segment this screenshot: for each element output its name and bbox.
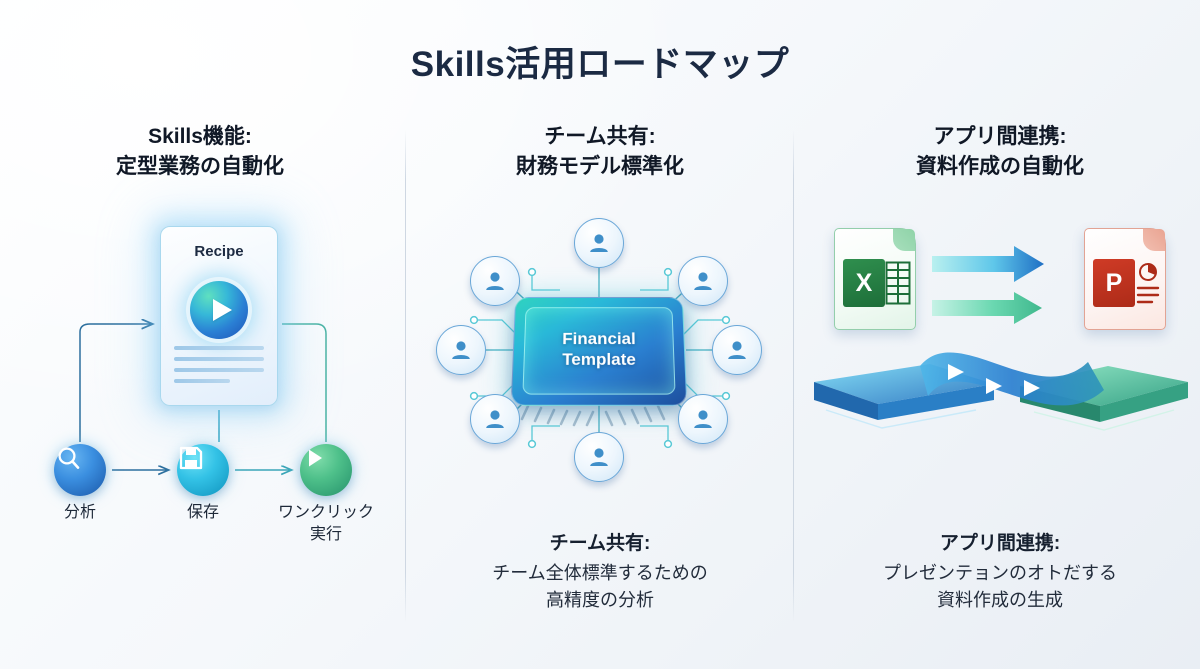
column-2-footer-line1: チーム全体標準するための bbox=[492, 563, 708, 583]
slide-chart-icon bbox=[1136, 263, 1160, 304]
step-label-save: 保存 bbox=[186, 504, 219, 521]
step-label-line1: ワンクリック bbox=[277, 504, 374, 521]
step-label-one-click-run: ワンクリック 実行 bbox=[261, 502, 391, 545]
excel-document-icon[interactable]: X bbox=[834, 228, 916, 330]
user-avatar-icon bbox=[590, 448, 608, 466]
column-3-footer-line2: 資料作成の生成 bbox=[937, 590, 1063, 610]
column-3-footer: アプリ間連携: プレゼンテョンのオトだする 資料作成の生成 bbox=[800, 530, 1200, 615]
column-1-heading: Skills機能: 定型業務の自動化 bbox=[0, 118, 400, 182]
recipe-line bbox=[174, 367, 264, 372]
floppy-save-icon bbox=[179, 446, 203, 470]
step-label-line2: 実行 bbox=[309, 525, 342, 543]
user-avatar[interactable] bbox=[678, 394, 728, 444]
powerpoint-document-icon[interactable]: P bbox=[1084, 228, 1166, 330]
column-2-footer-line2: 高精度の分析 bbox=[546, 590, 654, 610]
column-2-heading-line1: チーム共有: bbox=[544, 125, 656, 148]
user-avatar-icon bbox=[486, 410, 504, 428]
page-title: Skills活用ロードマップ bbox=[410, 45, 790, 84]
powerpoint-glyph: P bbox=[1093, 259, 1135, 307]
column-3-heading: アプリ間連携: 資料作成の自動化 bbox=[800, 118, 1200, 182]
page-fold bbox=[1143, 229, 1165, 251]
app-bridge-diagram: X P bbox=[808, 214, 1192, 474]
team-network-diagram: Financial Template bbox=[410, 198, 790, 498]
transfer-arrows bbox=[932, 246, 1044, 324]
user-avatar[interactable] bbox=[470, 394, 520, 444]
chip-label-line2: Template bbox=[562, 350, 636, 369]
columns-container: Skills機能: 定型業務の自動化 bbox=[0, 118, 1200, 638]
user-avatar[interactable] bbox=[574, 218, 624, 268]
page-fold bbox=[893, 229, 915, 251]
column-1-heading-line1: Skills機能: bbox=[148, 125, 252, 148]
spreadsheet-grid-icon bbox=[885, 261, 911, 305]
column-2-footer-title: チーム共有: bbox=[549, 532, 651, 554]
column-3-footer-line1: プレゼンテョンのオトだする bbox=[883, 563, 1117, 583]
recipe-text-lines bbox=[174, 345, 264, 383]
play-icon bbox=[309, 449, 322, 467]
column-3-heading-line1: アプリ間連携: bbox=[933, 125, 1067, 148]
user-avatar[interactable] bbox=[436, 325, 486, 375]
column-2-heading: チーム共有: 財務モデル標準化 bbox=[400, 118, 800, 182]
recipe-line bbox=[174, 356, 264, 361]
chip-label-line1: Financial bbox=[562, 329, 636, 349]
user-avatar-icon bbox=[694, 272, 712, 290]
user-avatar-icon bbox=[452, 341, 470, 359]
column-divider-1 bbox=[405, 130, 406, 622]
flow-connectors bbox=[79, 214, 327, 544]
column-app-integration: アプリ間連携: 資料作成の自動化 bbox=[800, 118, 1200, 638]
excel-glyph: X bbox=[843, 259, 885, 307]
recipe-line bbox=[174, 378, 230, 383]
chip-label: Financial Template bbox=[511, 296, 686, 406]
user-avatar[interactable] bbox=[470, 256, 520, 306]
step-save[interactable] bbox=[177, 444, 229, 496]
recipe-flow-diagram: Recipe bbox=[0, 214, 400, 544]
step-analyze[interactable] bbox=[54, 444, 106, 496]
user-avatar-icon bbox=[590, 234, 608, 252]
recipe-card-label: Recipe bbox=[194, 243, 244, 260]
user-avatar[interactable] bbox=[574, 432, 624, 482]
column-3-heading-line2: 資料作成の自動化 bbox=[916, 154, 1084, 178]
column-skills-feature: Skills機能: 定型業務の自動化 bbox=[0, 118, 400, 638]
column-1-heading-line2: 定型業務の自動化 bbox=[116, 154, 284, 178]
user-avatar-icon bbox=[728, 341, 746, 359]
step-one-click-run[interactable] bbox=[300, 444, 352, 496]
recipe-card[interactable]: Recipe bbox=[160, 226, 278, 406]
magnifier-icon bbox=[58, 447, 80, 469]
column-3-footer-title: アプリ間連携: bbox=[939, 532, 1061, 554]
user-avatar[interactable] bbox=[712, 325, 762, 375]
column-divider-2 bbox=[793, 130, 794, 622]
column-2-heading-line2: 財務モデル標準化 bbox=[516, 154, 684, 178]
user-avatar-icon bbox=[694, 410, 712, 428]
column-2-footer: チーム共有: チーム全体標準するための 高精度の分析 bbox=[400, 530, 800, 615]
flow-ribbon bbox=[920, 352, 1104, 406]
financial-template-chip[interactable]: Financial Template bbox=[510, 294, 688, 406]
play-icon[interactable] bbox=[190, 281, 248, 339]
step-label-analyze: 分析 bbox=[63, 504, 96, 521]
column-team-share: チーム共有: 財務モデル標準化 bbox=[400, 118, 800, 638]
user-avatar-icon bbox=[486, 272, 504, 290]
bridge-graphics bbox=[814, 246, 1188, 431]
recipe-line bbox=[174, 345, 264, 350]
user-avatar[interactable] bbox=[678, 256, 728, 306]
